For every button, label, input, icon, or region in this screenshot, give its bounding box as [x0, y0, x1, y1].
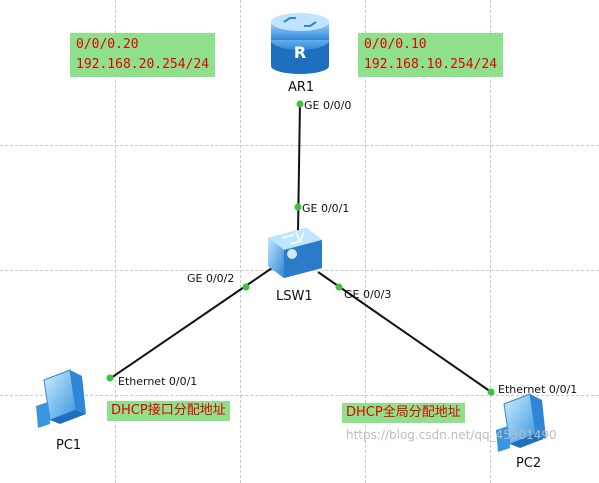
router-icon[interactable]: R [271, 13, 329, 74]
note-pc1-dhcp: DHCP接口分配地址 [107, 401, 230, 421]
pc2-label: PC2 [516, 456, 542, 471]
switch-label: LSW1 [276, 289, 313, 304]
grid-line [365, 0, 366, 483]
grid-line [490, 0, 491, 483]
switch-icon[interactable] [268, 228, 322, 278]
port-label-lsw1-ge002: GE 0/0/2 [187, 272, 235, 285]
port-label-pc2-eth: Ethernet 0/0/1 [498, 383, 578, 396]
port-label-lsw1-ge001: GE 0/0/1 [302, 202, 350, 215]
note-pc2-dhcp: DHCP全局分配地址 [342, 403, 465, 423]
pc1-label: PC1 [56, 438, 82, 453]
note-right-subinterface: 0/0/0.10 192.168.10.254/24 [358, 33, 504, 77]
grid-line [115, 0, 116, 483]
port-label-pc1-eth: Ethernet 0/0/1 [118, 375, 198, 388]
port-dot [106, 374, 114, 382]
pc1-icon[interactable] [36, 369, 86, 428]
port-dot [242, 283, 250, 291]
port-dot [487, 388, 495, 396]
svg-text:R: R [294, 43, 306, 62]
note-left-sub: 0/0/0.20 [76, 37, 139, 52]
port-label-lsw1-ge003: GE 0/0/3 [344, 288, 392, 301]
link-ar1-lsw1 [297, 101, 301, 233]
router-label: AR1 [288, 80, 315, 95]
note-right-sub: 0/0/0.10 [364, 37, 427, 52]
pc2-icon[interactable] [496, 393, 546, 452]
note-right-ip: 192.168.10.254/24 [364, 57, 498, 72]
link-lsw1-pc2 [317, 271, 495, 395]
port-dot [335, 283, 343, 291]
port-dot [296, 100, 304, 108]
port-dot [294, 203, 302, 211]
watermark: https://blog.csdn.net/qq_45301490 [346, 428, 557, 442]
grid-line [240, 0, 241, 483]
port-label-ar1-ge000: GE 0/0/0 [304, 99, 352, 112]
note-left-subinterface: 0/0/0.20 192.168.20.254/24 [70, 33, 216, 77]
note-left-ip: 192.168.20.254/24 [76, 57, 210, 72]
grid-line [0, 395, 599, 396]
